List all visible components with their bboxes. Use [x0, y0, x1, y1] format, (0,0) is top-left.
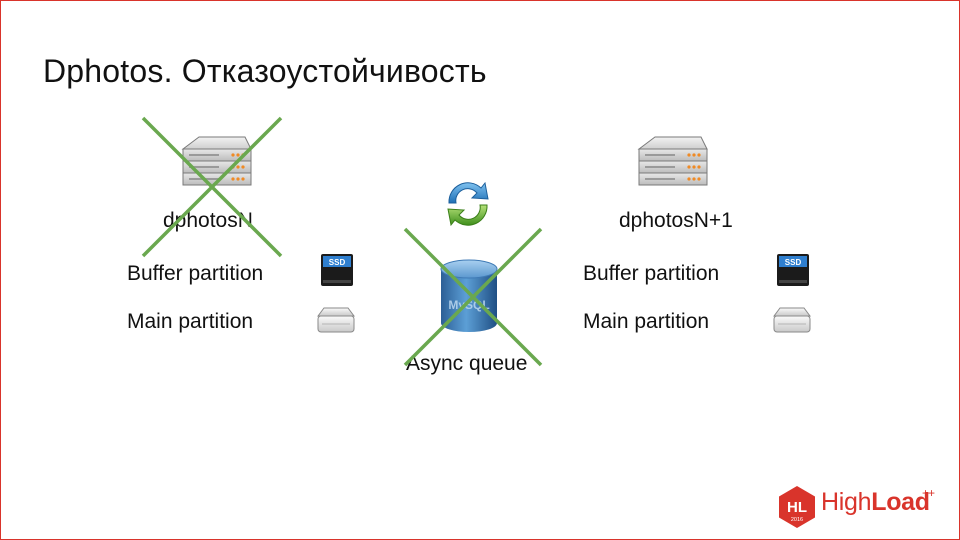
node-left-buffer-label: Buffer partition [127, 262, 264, 285]
node-right-buffer-label: Buffer partition [583, 262, 720, 285]
hard-disk-icon [773, 307, 811, 333]
queue-label: Async queue [406, 352, 528, 375]
node-right-name: dphotosN+1 [619, 209, 733, 232]
node-left-main-label: Main partition [127, 310, 254, 333]
failure-cross-center [403, 227, 543, 367]
wordmark-light: High [821, 488, 872, 516]
failure-cross-left [141, 116, 283, 258]
ssd-drive-icon: SSD [777, 254, 809, 286]
ssd-drive-icon: SSD [321, 254, 353, 286]
ssd-badge-text: SSD [785, 258, 802, 267]
slide-title: Dphotos. Отказоустойчивость [43, 53, 487, 89]
wordmark-superscript: ++ [922, 486, 935, 500]
highload-wordmark: HighLoad [821, 488, 930, 517]
ssd-badge-text: SSD [329, 258, 346, 267]
server-rack-icon [638, 136, 708, 186]
sync-arrows-icon [447, 181, 489, 227]
logo-badge-year: 2016 [791, 517, 803, 523]
hard-disk-icon [317, 307, 355, 333]
wordmark-bold: Load [871, 488, 930, 516]
highload-logo-icon: HL 2016 [779, 486, 815, 528]
node-right-main-label: Main partition [583, 310, 710, 333]
logo-badge-text: HL [787, 499, 807, 516]
